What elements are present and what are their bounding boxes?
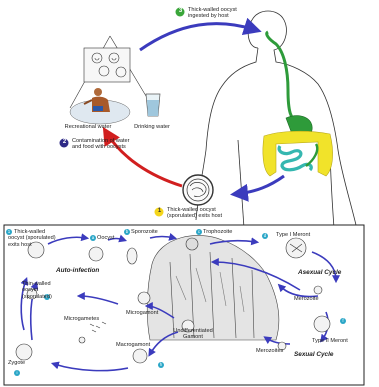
microgamont-label: Microgamont [126,310,158,316]
stage-d-number: d [262,233,268,239]
step3-number: 3 [176,7,185,16]
stage-f-number: f [340,318,346,324]
recreational-water-label: Recreational water [58,124,118,130]
thick-walled-exit-label: Thick-walled oocyst (sporulated) exits h… [8,229,64,248]
stage-b-number: b [124,229,130,235]
stage-i-number: i [14,370,20,376]
merozoites-label: Merozoites [256,348,283,354]
swimmer-illustration [70,88,130,124]
contamination-vignette [70,36,152,108]
trophozoite-label: Trophozoite [203,229,232,235]
step3-label: Thick-walled oocyst ingested by host [188,7,237,20]
undifferentiated-gamont-label: Undifferentiated Gamont [164,328,222,341]
exiting-oocyst [183,175,213,205]
type1-meront-label: Type I Meront [276,232,310,238]
auto-infection-label: Auto-infection [56,268,99,274]
sporozoite-label: Sporozoite [131,229,158,235]
arrow-to-host [140,24,256,50]
drinking-glass-illustration [146,94,160,116]
arrow-from-host [236,176,284,194]
drinking-water-label: Drinking water [128,124,176,130]
zygote-label: Zygote [8,360,25,366]
sexual-cycle-label: Sexual Cycle [294,352,333,358]
oocyst-label: Oocyst [97,235,114,241]
merozoite-label: Merozoite [294,296,319,302]
stage-a-number: a [90,235,96,241]
stage-h-number: h [158,362,164,368]
step2-number: 2 [60,138,69,147]
thin-walled-label: Thin-walled oocyst (sporulated) [22,281,52,300]
microgametes-label: Microgametes [64,316,99,322]
step1-label: Thick-walled oocyst (sporulated) exits h… [167,207,222,220]
type2-meront-label: Type II Meront [312,338,348,344]
asexual-cycle-label: Asexual Cycle [298,270,341,276]
macrogamont-label: Macrogamont [116,342,150,348]
step2-label: Contamination of water and food with ooc… [72,138,130,151]
step1-number: 1 [155,207,164,216]
stage-c-number: c [196,229,202,235]
